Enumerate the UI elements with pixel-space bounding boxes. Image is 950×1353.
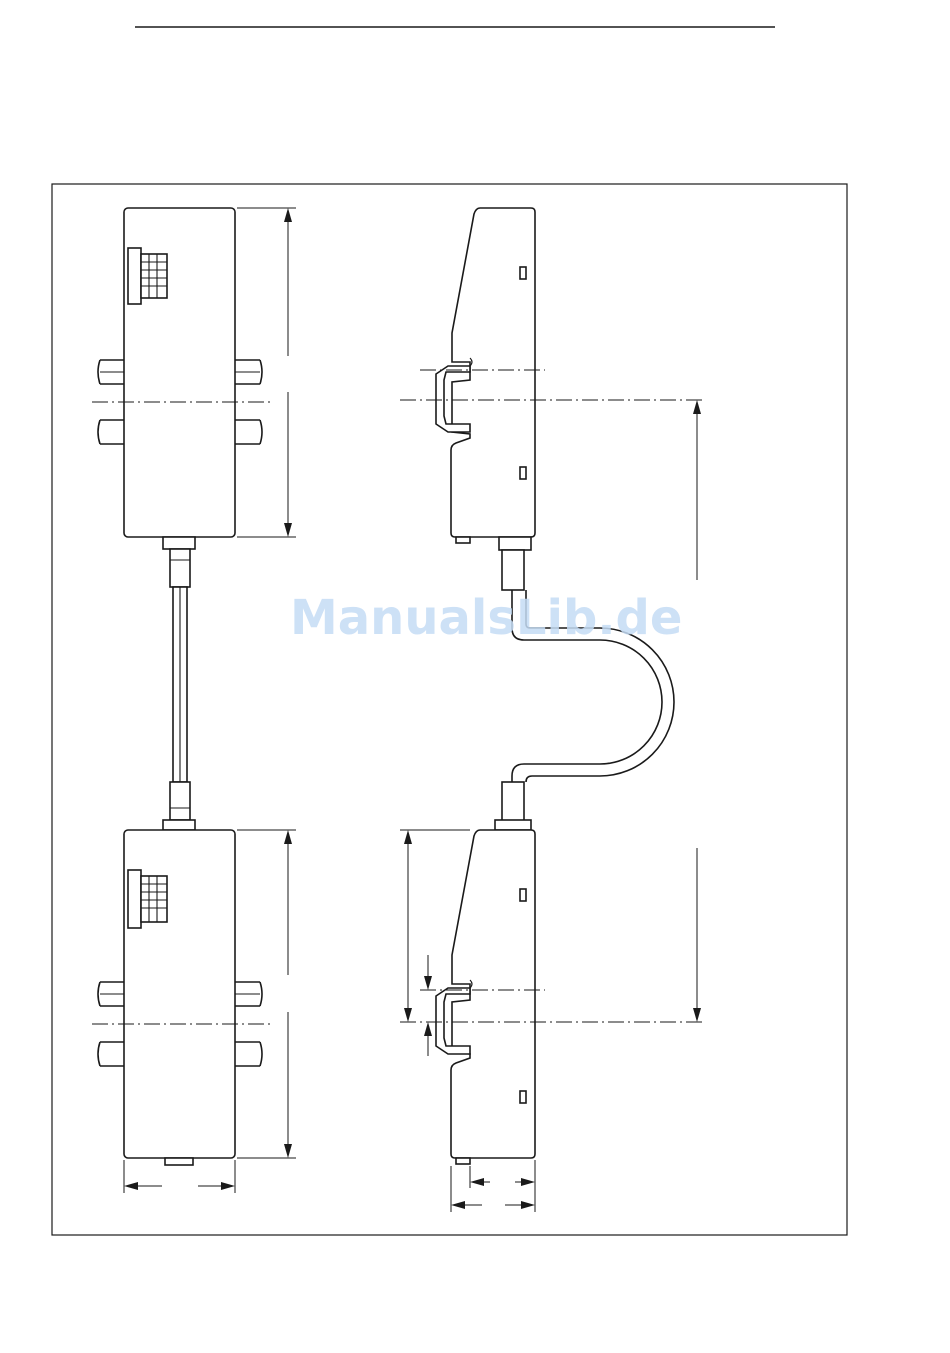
front-view-bottom-module <box>92 782 296 1193</box>
connector-block-icon <box>128 248 167 304</box>
watermark: ManualsLib.de <box>290 590 682 646</box>
side-view-top-module <box>400 208 705 590</box>
side-view-bottom-module <box>400 782 705 1212</box>
center-distance-dimension <box>693 400 701 1022</box>
connector-block-icon <box>128 870 167 928</box>
front-view-top-module <box>92 208 296 587</box>
cable-icon <box>173 587 187 782</box>
dimension-arrow-icon <box>124 1182 138 1190</box>
